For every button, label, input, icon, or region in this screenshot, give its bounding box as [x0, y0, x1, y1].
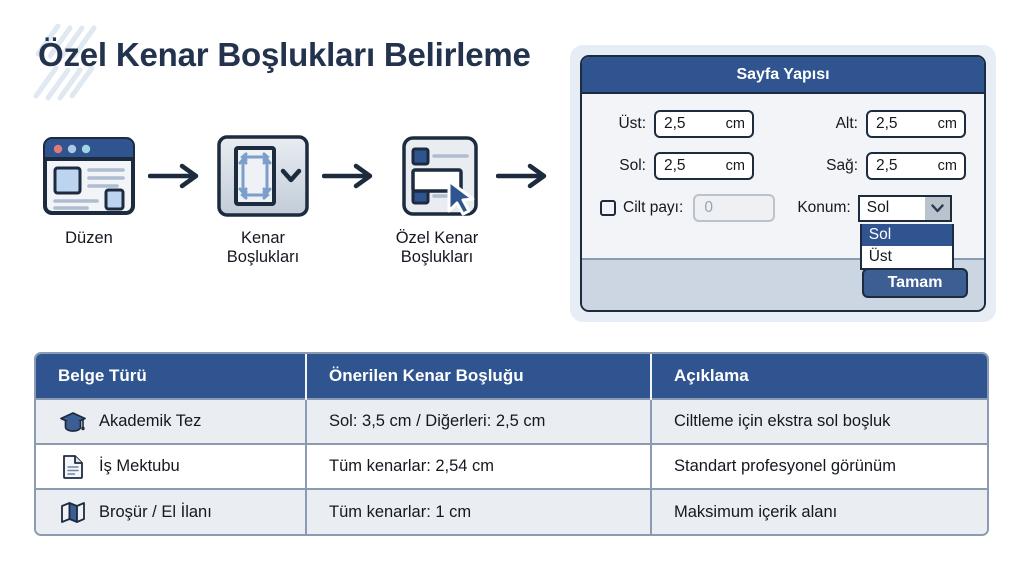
doc-type-label: Broşür / El İlanı — [99, 502, 212, 521]
th-aciklama: Açıklama — [651, 354, 987, 399]
dialog-title: Sayfa Yapısı — [736, 65, 830, 83]
custom-margins-menu-icon — [387, 132, 487, 220]
th-belge-turu: Belge Türü — [36, 354, 307, 399]
decorative-scribble-icon — [33, 24, 97, 101]
cell-margin: Tüm kenarlar: 1 cm — [306, 488, 652, 534]
unit-sag: cm — [937, 158, 957, 174]
value-alt: 2,5 — [876, 115, 898, 132]
cell-note: Ciltleme için ekstra sol boşluk — [651, 398, 987, 444]
graduation-cap-icon — [58, 411, 88, 433]
gutter-placeholder-text: 0 — [704, 199, 713, 216]
label-sol: Sol: — [619, 157, 646, 174]
cell-doc-type: İş Mektubu — [36, 443, 307, 489]
flow-step-ozel-kenar-bosluklari[interactable]: Özel Kenar Boşlukları — [382, 132, 492, 268]
input-ust[interactable]: 2,5 cm — [654, 110, 754, 138]
th-onerilen-kenar-boslugu: Önerilen Kenar Boşluğu — [306, 354, 652, 399]
dialog-outer-panel: Sayfa Yapısı Üst: 2,5 cm Alt: 2,5 — [570, 45, 996, 322]
arrow-right-icon-1 — [144, 132, 208, 220]
arrow-right-icon-2 — [318, 132, 382, 220]
label-sag: Sağ: — [826, 157, 858, 174]
margins-row-top: Üst: 2,5 cm Alt: 2,5 cm — [600, 110, 966, 138]
table-row: Akademik Tez Sol: 3,5 cm / Diğerleri: 2,… — [36, 398, 987, 444]
konum-dropdown-list: Sol Üst — [859, 223, 954, 270]
margins-row-bottom: Sol: 2,5 cm Sağ: 2,5 cm — [600, 152, 966, 180]
flow-step-kenar-bosluklari[interactable]: Kenar Boşlukları — [208, 132, 318, 268]
page-setup-dialog: Sayfa Yapısı Üst: 2,5 cm Alt: 2,5 — [580, 55, 986, 312]
unit-sol: cm — [725, 158, 745, 174]
konum-label: Konum: — [797, 199, 851, 216]
cell-margin: Tüm kenarlar: 2,54 cm — [306, 443, 652, 489]
field-alt: Alt: 2,5 cm — [783, 110, 966, 138]
doc-type-label: İş Mektubu — [99, 457, 180, 475]
label-alt: Alt: — [835, 115, 858, 132]
arrow-right-icon-3 — [492, 132, 556, 220]
table-row: İş Mektubu Tüm kenarlar: 2,54 cm Standar… — [36, 443, 987, 489]
input-sol[interactable]: 2,5 cm — [654, 152, 754, 180]
konum-option-sol[interactable]: Sol — [861, 223, 952, 246]
unit-ust: cm — [725, 116, 745, 132]
doc-type-label: Akademik Tez — [99, 412, 202, 430]
gutter-checkbox[interactable] — [600, 200, 616, 216]
field-sol: Sol: 2,5 cm — [600, 152, 783, 180]
page-title: Özel Kenar Boşlukları Belirleme — [38, 36, 531, 73]
dialog-titlebar: Sayfa Yapısı — [582, 57, 984, 94]
table-row: Broşür / El İlanı Tüm kenarlar: 1 cm Mak… — [36, 488, 987, 534]
cell-note: Standart profesyonel görünüm — [651, 443, 987, 489]
flow-diagram: Düzen — [34, 132, 556, 268]
flow-label-ozel-kenar-bosluklari: Özel Kenar Boşlukları — [395, 229, 479, 267]
gutter-input[interactable]: 0 — [693, 194, 776, 222]
ok-button-label: Tamam — [887, 274, 943, 291]
dialog-body: Üst: 2,5 cm Alt: 2,5 cm — [582, 94, 984, 270]
flow-label-duzen: Düzen — [65, 229, 113, 247]
value-sag: 2,5 — [876, 157, 898, 174]
konum-option-ust[interactable]: Üst — [868, 247, 892, 265]
cell-margin: Sol: 3,5 cm / Diğerleri: 2,5 cm — [306, 398, 652, 444]
field-sag: Sağ: 2,5 cm — [783, 152, 966, 180]
map-icon — [58, 501, 88, 524]
ok-button[interactable]: Tamam — [862, 268, 968, 298]
gutter-label: Cilt payı: — [623, 199, 684, 216]
unit-alt: cm — [937, 116, 957, 132]
options-row: Cilt payı: 0 Konum: Sol — [600, 194, 966, 270]
value-sol: 2,5 — [664, 157, 686, 174]
document-icon — [58, 454, 88, 479]
flow-label-kenar-bosluklari: Kenar Boşlukları — [226, 229, 300, 267]
konum-select[interactable]: Sol Sol Üst — [857, 194, 954, 270]
recommendations-table: Belge Türü Önerilen Kenar Boşluğu Açıkla… — [34, 352, 989, 536]
label-ust: Üst: — [618, 115, 646, 132]
chevron-down-icon[interactable] — [924, 196, 950, 220]
title-block: Özel Kenar Boşlukları Belirleme — [33, 24, 531, 101]
flow-step-duzen[interactable]: Düzen — [34, 132, 144, 248]
table-header-row: Belge Türü Önerilen Kenar Boşluğu Açıkla… — [36, 354, 987, 399]
position-control: Konum: Sol Sol Üst — [797, 194, 954, 270]
konum-selected-value: Sol — [866, 199, 890, 216]
input-alt[interactable]: 2,5 cm — [866, 110, 966, 138]
cell-doc-type: Broşür / El İlanı — [36, 488, 307, 534]
cell-note: Maksimum içerik alanı — [651, 488, 987, 534]
cell-doc-type: Akademik Tez — [36, 398, 307, 444]
value-ust: 2,5 — [664, 115, 686, 132]
field-ust: Üst: 2,5 cm — [600, 110, 783, 138]
input-sag[interactable]: 2,5 cm — [866, 152, 966, 180]
window-layout-icon — [39, 132, 139, 220]
page-margins-icon — [213, 132, 313, 220]
